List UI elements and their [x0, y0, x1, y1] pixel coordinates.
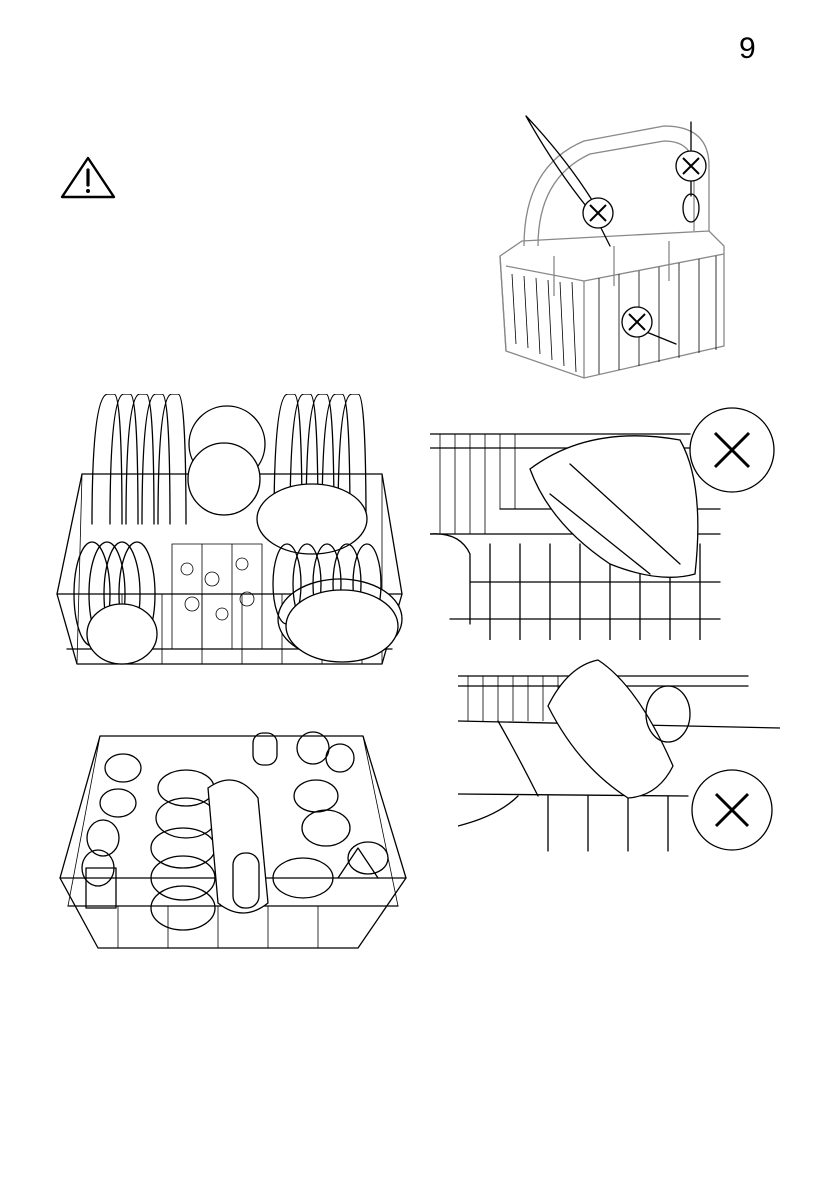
- upper-basket-illustration: [58, 728, 410, 958]
- incorrect-loading-lower-illustration: [430, 404, 780, 640]
- cutlery-basket-illustration: [494, 96, 730, 386]
- prohibited-x-icon: [622, 307, 652, 337]
- prohibited-x-icon: [676, 151, 706, 181]
- prohibited-x-icon: [690, 408, 774, 492]
- warning-triangle-icon: [58, 155, 118, 200]
- prohibited-x-icon: [583, 198, 613, 228]
- incorrect-loading-upper-illustration: [458, 646, 780, 856]
- prohibited-x-icon: [692, 770, 772, 850]
- page-number: 9: [739, 32, 756, 66]
- lower-basket-illustration: [52, 394, 410, 676]
